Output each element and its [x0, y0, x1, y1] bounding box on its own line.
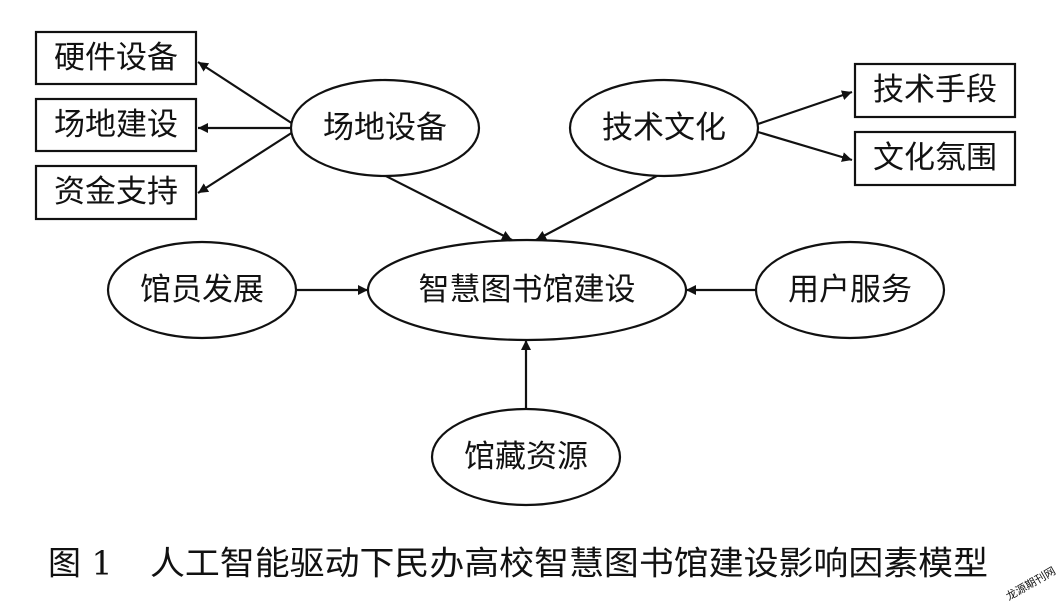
ellipse-site-equipment-label: 场地设备 — [323, 110, 447, 146]
edge-tech-culture-to-tech-means — [757, 90, 853, 126]
box-hardware: 硬件设备 — [34, 30, 198, 86]
ellipse-staff-development: 馆员发展 — [106, 240, 298, 340]
ellipse-tech-culture-label: 技术文化 — [602, 110, 726, 146]
box-funding-label: 资金支持 — [54, 174, 178, 210]
box-hardware-label: 硬件设备 — [54, 40, 178, 76]
ellipse-center: 智慧图书馆建设 — [366, 238, 688, 342]
edge-tech-culture-to-center — [535, 169, 669, 241]
ellipse-collection-resources: 馆藏资源 — [430, 407, 622, 507]
ellipse-site-equipment: 场地设备 — [289, 78, 481, 178]
box-culture-atmosphere-label: 文化氛围 — [873, 140, 997, 176]
box-site-build: 场地建设 — [34, 97, 198, 153]
box-site-build-label: 场地建设 — [54, 107, 178, 143]
caption-title: 人工智能驱动下民办高校智慧图书馆建设影响因素模型 — [150, 544, 988, 583]
watermark-text: 龙源期刊网 — [1003, 564, 1058, 602]
box-tech-means-label: 技术手段 — [873, 72, 997, 108]
box-tech-means: 技术手段 — [853, 62, 1017, 119]
ellipse-center-label: 智慧图书馆建设 — [419, 272, 636, 308]
ellipse-user-service-label: 用户服务 — [788, 272, 912, 308]
ellipse-staff-development-label: 馆员发展 — [140, 272, 264, 308]
ellipse-collection-resources-label: 馆藏资源 — [464, 439, 588, 475]
caption-label: 图 1 — [48, 544, 113, 583]
edge-site-equipment-to-hardware — [197, 61, 294, 125]
edge-site-equipment-to-funding — [197, 131, 294, 194]
ellipse-tech-culture: 技术文化 — [568, 78, 760, 178]
box-funding: 资金支持 — [34, 164, 198, 221]
edges — [197, 61, 853, 409]
edge-site-equipment-to-center — [373, 169, 513, 241]
ellipse-user-service: 用户服务 — [754, 240, 946, 340]
edge-tech-culture-to-culture-atmosphere — [757, 130, 853, 162]
box-culture-atmosphere: 文化氛围 — [853, 130, 1017, 187]
figure-caption: 图 1 人工智能驱动下民办高校智慧图书馆建设影响因素模型 — [48, 544, 988, 583]
